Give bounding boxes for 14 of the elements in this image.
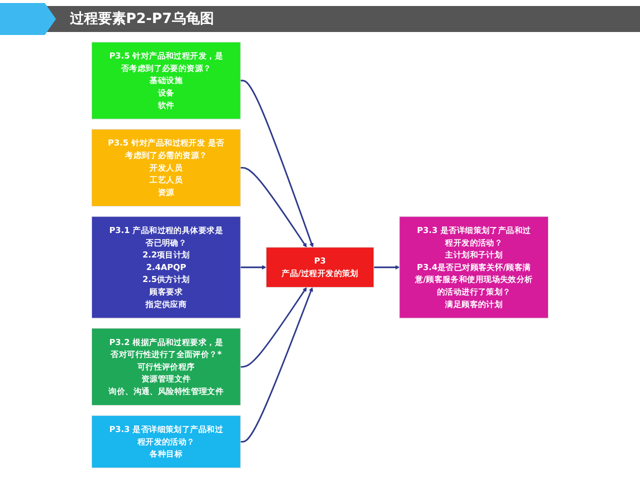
arrow: [240, 167, 307, 248]
title: 过程要素P2-P7乌龟图: [70, 11, 214, 27]
node-box: P3.3 是否详细策划了产品和过程开发的活动？ 各种目标: [92, 415, 241, 468]
node-box: P3.1 产品和过程的具体要求是否已明确？ 2.2项目计划 2.4APQP 2.5供方计划 顾客要求 指定供应商: [92, 216, 241, 318]
node-box: P3.5 针对产品和过程开发 是否考虑到了必需的资源？ 开发人员 工艺人员 资源: [92, 129, 241, 207]
arrow: [240, 265, 266, 270]
arrow: [374, 265, 400, 270]
arrow: [240, 80, 314, 248]
node-box: P3.3 是否详细策划了产品和过程开发的活动？ 主计划和子计划 P3.4是否已对顾客关怀/顾客满意/顾客服务和使用现场失效分析的活动进行了策划？ 满足顾客的计划: [399, 216, 548, 318]
arrow: [240, 287, 313, 442]
node-box: P3.5 针对产品和过程开发，是否考虑到了必要的资源？ 基础设施 设备 软件: [92, 42, 241, 120]
node-box: P3 产品/过程开发的策划: [266, 247, 374, 288]
node-box: P3.2 根据产品和过程要求，是否对可行性进行了全面评价？* 可行性评价程序 资源管理文件 询价、沟通、风险特性管理文件: [92, 328, 241, 406]
arrow: [240, 287, 307, 368]
